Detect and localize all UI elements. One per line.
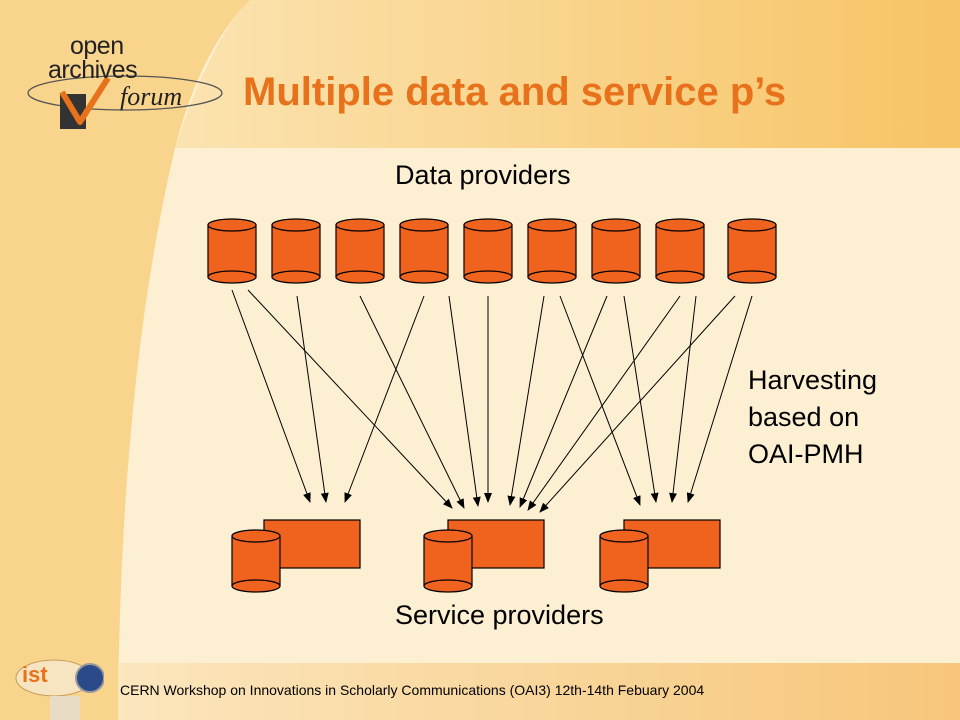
data-provider-cylinder bbox=[527, 218, 577, 284]
ist-logo: ist bbox=[14, 652, 104, 720]
service-provider bbox=[599, 519, 721, 593]
data-provider-cylinder bbox=[335, 218, 385, 284]
service-provider bbox=[231, 519, 361, 593]
data-provider-cylinder bbox=[591, 218, 641, 284]
logo-archives-text: archives bbox=[48, 56, 138, 84]
data-provider-cylinder bbox=[399, 218, 449, 284]
harvest-arrow bbox=[344, 295, 425, 503]
service-provider bbox=[423, 519, 545, 593]
slide-title: Multiple data and service p’s bbox=[243, 70, 787, 114]
harvesting-label: Harvesting based on OAI-PMH bbox=[748, 362, 877, 473]
harvest-arrow bbox=[519, 295, 608, 508]
harvest-arrow bbox=[669, 295, 697, 503]
harvest-arrow bbox=[231, 289, 311, 503]
service-providers-label: Service providers bbox=[395, 600, 604, 630]
harvesting-label-line: based on bbox=[748, 402, 860, 432]
logo-open-text: open bbox=[70, 32, 124, 60]
harvest-arrow bbox=[623, 295, 659, 503]
harvest-arrow bbox=[527, 295, 681, 511]
data-provider-cylinder bbox=[271, 218, 321, 284]
harvest-arrow bbox=[559, 295, 641, 506]
slide-footer: CERN Workshop on Innovations in Scholarl… bbox=[120, 682, 705, 698]
harvest-arrow bbox=[247, 289, 453, 509]
data-provider-cylinder bbox=[463, 218, 513, 284]
harvesting-label-line: Harvesting bbox=[748, 365, 878, 395]
open-archives-forum-logo: open archives forum bbox=[20, 30, 230, 140]
data-provider-cylinder bbox=[655, 218, 705, 284]
harvesting-label-line: OAI-PMH bbox=[748, 439, 864, 469]
data-provider-cylinder bbox=[727, 218, 777, 284]
harvest-arrow bbox=[296, 295, 329, 503]
logo-forum-text: forum bbox=[120, 82, 183, 111]
harvest-arrow bbox=[359, 295, 465, 509]
harvest-arrow bbox=[539, 295, 736, 513]
data-provider-cylinder bbox=[207, 218, 257, 284]
harvest-arrow bbox=[686, 295, 753, 503]
ist-logo-text: ist bbox=[22, 662, 48, 687]
data-providers-label: Data providers bbox=[395, 160, 571, 190]
harvest-arrow bbox=[448, 295, 481, 507]
harvest-arrow bbox=[507, 295, 545, 506]
